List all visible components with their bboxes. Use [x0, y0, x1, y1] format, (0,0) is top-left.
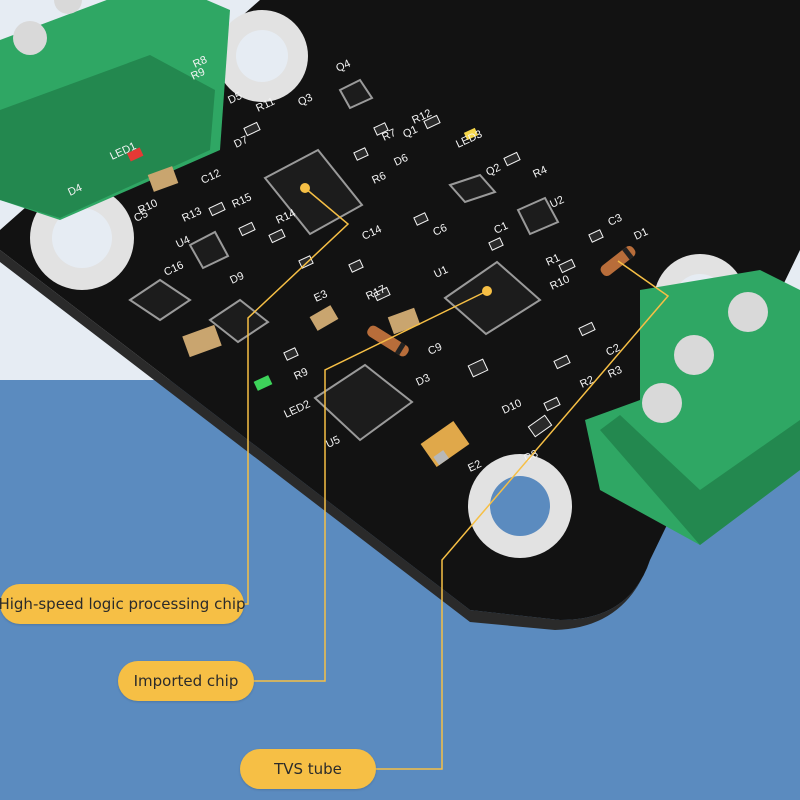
- silkscreen-label: R1: [544, 252, 562, 269]
- callout-logic-chip-text: High-speed logic processing chip: [0, 595, 246, 613]
- leader-line-imported: [254, 290, 488, 682]
- callout-tvs-tube: TVS tube: [240, 749, 376, 789]
- resistor-r15: [238, 221, 256, 237]
- leader-line-logic: [240, 187, 350, 605]
- callout-imported-chip: Imported chip: [118, 661, 254, 701]
- terminal-screw-right-2: [674, 335, 714, 375]
- diode-d3-band: [394, 342, 406, 356]
- chips: [128, 78, 560, 442]
- tvs-diode-d1-band: [622, 247, 634, 260]
- resistor-r11: [243, 121, 261, 137]
- capacitor-c3: [588, 229, 604, 243]
- silkscreen-label: Q3: [296, 92, 314, 109]
- terminal-block-left-front: [0, 55, 215, 218]
- silkscreen-label: D6: [392, 152, 410, 169]
- silkscreen-label: C9: [426, 341, 444, 358]
- resistor-r13: [208, 201, 226, 217]
- silkscreen-label: R6: [370, 170, 388, 187]
- silkscreen-label: C5: [132, 208, 150, 225]
- leader-line-tvs: [376, 260, 670, 770]
- capacitor-c6: [413, 212, 429, 226]
- led3-yellow: [463, 127, 479, 141]
- callout-imported-chip-text: Imported chip: [133, 672, 239, 690]
- resistor-r6: [353, 147, 369, 161]
- silkscreen-label: C6: [431, 222, 449, 239]
- silkscreen-label: D1: [632, 226, 650, 243]
- silkscreen-label: Q4: [334, 58, 352, 75]
- silkscreen-label: R2: [578, 374, 596, 391]
- capacitor-c14: [348, 259, 364, 273]
- capacitor-c2: [578, 321, 596, 337]
- silkscreen-label: R9: [189, 66, 207, 83]
- tantalum-e2: [420, 421, 470, 467]
- silkscreen-label: R8: [191, 54, 209, 71]
- silkscreen-label: E2: [466, 458, 483, 475]
- resistor-r3: [553, 354, 571, 370]
- resistor-r7: [373, 122, 389, 136]
- callout-logic-chip: High-speed logic processing chip: [0, 584, 246, 624]
- terminal-screw-right-1: [728, 292, 768, 332]
- callout-tvs-tube-text: TVS tube: [274, 760, 342, 778]
- silkscreen-label: D7: [232, 134, 250, 151]
- terminal-screw-left-2: [54, 0, 82, 14]
- silkscreen-label: U5: [324, 434, 342, 451]
- capacitor-c1: [488, 237, 504, 251]
- silkscreen-label: R7: [380, 127, 398, 144]
- led1-red: [126, 147, 144, 162]
- silkscreen-label: U1: [432, 264, 450, 281]
- resistor-r17: [373, 286, 391, 302]
- silkscreen-label: Q2: [484, 162, 502, 179]
- resistor-r1: [558, 258, 576, 274]
- mounting-hole-left-bore: [52, 208, 112, 268]
- resistor-r12: [423, 114, 441, 130]
- resistor-r9: [283, 347, 299, 361]
- capacitor-c16: [298, 255, 314, 269]
- capacitor-e3: [309, 305, 339, 331]
- silkscreen-label: R9: [292, 366, 310, 383]
- silkscreen-label: U4: [174, 234, 192, 251]
- mounting-hole-bottom-bore: [490, 476, 550, 536]
- silkscreen-label: U2: [548, 194, 566, 211]
- leader-lines: [240, 187, 670, 770]
- diode-d8: [527, 414, 553, 438]
- imported-chip-u1: [443, 260, 542, 336]
- passives: [147, 114, 604, 467]
- transistor-q2: [448, 173, 497, 204]
- resistor-r2: [543, 396, 561, 412]
- capacitor-c12: [147, 166, 179, 192]
- terminal-block-left: [0, 0, 230, 220]
- leds: [126, 127, 479, 391]
- tantalum-e2-band: [433, 450, 449, 466]
- capacitor-large: [182, 324, 222, 358]
- silkscreen-label: C1: [492, 220, 510, 237]
- transistor-q4: [338, 78, 374, 110]
- logic-chip: [263, 148, 364, 236]
- led2-green: [253, 375, 273, 391]
- terminal-screw-left-1: [13, 21, 47, 55]
- silkscreen-label: E3: [312, 288, 329, 305]
- resistor-r14: [268, 228, 286, 244]
- terminal-block-right: [585, 270, 800, 545]
- silkscreen-label: Q1: [401, 124, 419, 141]
- regulator-block-2: [208, 298, 270, 344]
- silkscreen-label: C3: [606, 212, 624, 229]
- resistor-r4: [503, 151, 521, 167]
- ic-u4: [188, 230, 230, 270]
- silkscreen-label: D5: [226, 90, 244, 107]
- transistor-d10: [467, 358, 489, 378]
- silkscreen-label: D9: [228, 270, 246, 287]
- regulator-block: [128, 278, 192, 322]
- terminal-screw-right-3: [642, 383, 682, 423]
- silkscreen-label: D3: [414, 372, 432, 389]
- ic-u2: [516, 196, 560, 236]
- terminal-block-right-front: [600, 415, 800, 545]
- chip-u5: [313, 363, 414, 442]
- silkscreen-label: R4: [531, 164, 549, 181]
- silkscreen-label: D4: [66, 182, 84, 199]
- silkscreen-label: R3: [606, 364, 624, 381]
- mounting-hole-top-bore: [236, 30, 288, 82]
